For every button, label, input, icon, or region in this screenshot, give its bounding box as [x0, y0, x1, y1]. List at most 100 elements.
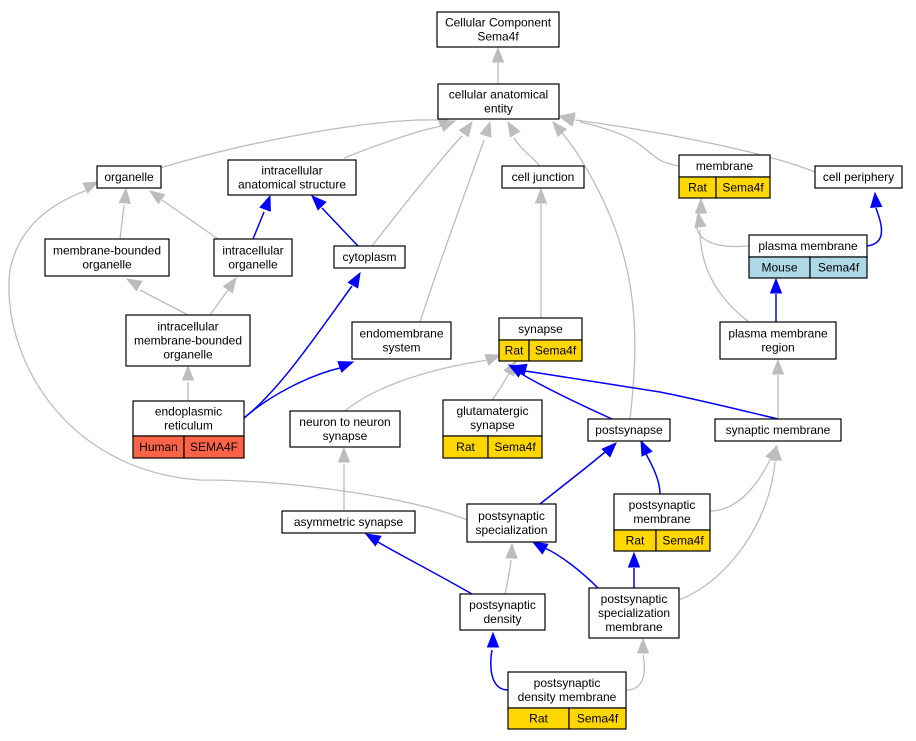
node-label: cytoplasm	[342, 250, 396, 264]
node-label: postsynaptic	[478, 509, 545, 523]
node-label: specialization	[475, 523, 547, 537]
arrowhead-icon	[534, 187, 548, 204]
node-postsynapse[interactable]: postsynapse	[587, 418, 671, 442]
species-badge-label: Human	[139, 440, 178, 454]
node-box	[281, 510, 416, 534]
node-label: Sema4f	[477, 30, 519, 44]
part-of-edge	[865, 207, 883, 247]
part-of-edge	[243, 367, 341, 419]
is-a-edge	[159, 119, 441, 169]
node-label: Cellular Component	[445, 16, 552, 30]
arrowhead-icon	[311, 195, 327, 211]
species-badge-label: Rat	[505, 344, 524, 358]
arrowhead-icon	[486, 631, 500, 648]
arrowhead-icon	[601, 442, 617, 458]
is-a-edge	[695, 213, 750, 248]
node-label: intracellular	[261, 164, 322, 178]
node-label: cellular anatomical	[449, 88, 548, 102]
arrowhead-icon	[694, 197, 708, 214]
node-cytoplasm[interactable]: cytoplasm	[333, 245, 406, 269]
gene-badge	[487, 435, 543, 459]
node-cell-periphery[interactable]: cell periphery	[814, 165, 903, 189]
arrowhead-icon	[769, 444, 783, 461]
node-box	[507, 671, 627, 709]
arrowhead-icon	[491, 46, 505, 63]
node-label: membrane-bounded	[53, 244, 161, 258]
node-label: system	[382, 341, 420, 355]
part-of-edge	[321, 207, 359, 247]
is-a-edge	[555, 125, 636, 420]
is-a-edge	[419, 139, 485, 323]
node-asymmetric-synapse[interactable]: asymmetric synapse	[281, 510, 416, 534]
node-label: density membrane	[518, 690, 617, 704]
is-a-edge	[343, 125, 443, 159]
species-badge-label: Rat	[456, 440, 475, 454]
node-box	[714, 418, 842, 442]
is-a-edge	[491, 371, 511, 401]
arrowhead-icon	[640, 439, 653, 457]
node-label: synaptic membrane	[726, 423, 831, 437]
arrowhead-icon	[347, 271, 361, 289]
species-badge-label: Rat	[626, 534, 645, 548]
is-a-edge	[119, 204, 125, 240]
node-box	[96, 165, 162, 189]
species-badge-label: Mouse	[761, 261, 797, 275]
node-label: glutamatergic	[456, 404, 528, 418]
arrowhead-icon	[507, 120, 521, 138]
node-box	[44, 238, 170, 277]
arrowhead-icon	[479, 120, 492, 138]
node-label: postsynaptic	[629, 498, 696, 512]
is-a-edge	[709, 459, 771, 512]
node-label: membrane	[696, 159, 754, 173]
node-label: cell periphery	[823, 170, 894, 184]
arrowhead-icon	[439, 120, 457, 132]
node-label: specialization	[598, 606, 670, 620]
arrowhead-icon	[337, 446, 351, 463]
arrowhead-icon	[181, 364, 195, 381]
edges-layer	[8, 46, 883, 691]
part-of-edge	[524, 370, 779, 420]
node-label: anatomical structure	[238, 178, 346, 192]
node-box	[333, 245, 406, 269]
node-box	[125, 314, 251, 367]
gene-badge	[655, 529, 711, 552]
gene-badge-label: Sema4f	[577, 712, 619, 726]
arrowhead-icon	[118, 187, 131, 204]
arrowhead-icon	[558, 112, 576, 125]
node-organelle[interactable]: organelle	[96, 165, 162, 189]
node-cell-junction[interactable]: cell junction	[501, 165, 585, 189]
part-of-edge	[645, 453, 661, 495]
node-box	[436, 11, 560, 48]
is-a-edge	[513, 137, 541, 167]
node-label: organelle	[228, 258, 278, 272]
is-a-edge	[161, 199, 219, 240]
gene-badge-label: SEMA4F	[190, 440, 238, 454]
arrowhead-icon	[552, 120, 568, 138]
node-synaptic-membrane[interactable]: synaptic membrane	[714, 418, 842, 442]
arrowhead-icon	[771, 358, 785, 375]
node-label: cell junction	[512, 170, 575, 184]
node-label: region	[761, 341, 794, 355]
node-label: organelle	[163, 348, 213, 362]
node-box	[437, 83, 560, 120]
